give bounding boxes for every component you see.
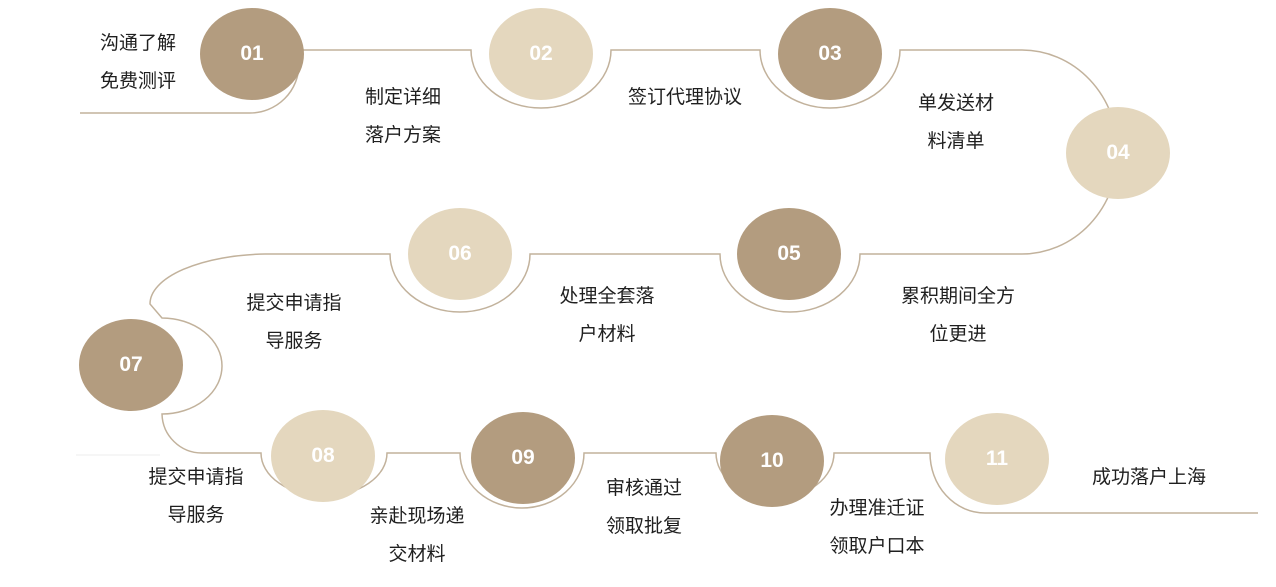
final-label: 成功落户上海 — [1076, 458, 1222, 496]
step-10-circle: 10 — [720, 415, 824, 507]
step-02-label-line-1: 制定详细 — [364, 86, 441, 108]
step-07-label: 提交申请指 导服务 — [232, 284, 356, 360]
step-03-circle: 03 — [778, 8, 882, 100]
step-01-circle: 01 — [200, 8, 304, 100]
step-11-circle: 11 — [945, 413, 1049, 505]
step-11-label-line-1: 办理准迁证 — [829, 497, 925, 519]
step-04-circle: 04 — [1066, 107, 1170, 199]
step-10-label-line-2: 领取批复 — [605, 515, 682, 537]
step-06-label: 处理全套落 户材料 — [545, 277, 669, 353]
step-09-label-line-1: 亲赴现场递 — [369, 505, 465, 527]
step-07-label-line-2: 导服务 — [265, 330, 323, 352]
step-03-label-line-1: 签订代理协议 — [627, 86, 742, 108]
step-10-label: 审核通过 领取批复 — [594, 469, 694, 545]
step-05-label-line-2: 位更进 — [929, 323, 987, 345]
step-09-number: 09 — [511, 446, 535, 469]
step-02-label: 制定详细 落户方案 — [353, 78, 453, 154]
step-10-label-line-1: 审核通过 — [605, 477, 682, 499]
step-05-circle: 05 — [737, 208, 841, 300]
step-08-label: 提交申请指 导服务 — [134, 458, 258, 534]
step-10-number: 10 — [760, 449, 784, 472]
step-05-label: 累积期间全方 位更进 — [888, 277, 1028, 353]
step-06-circle: 06 — [408, 208, 512, 300]
step-09-circle: 09 — [471, 412, 575, 504]
step-03-label: 签订代理协议 — [612, 78, 758, 116]
step-06-number: 06 — [448, 242, 472, 265]
step-03-number: 03 — [818, 42, 842, 65]
step-08-circle: 08 — [271, 410, 375, 502]
step-09-label-line-2: 交材料 — [388, 543, 446, 565]
step-01-label-line-2: 免费测评 — [99, 70, 176, 92]
step-01-number: 01 — [240, 42, 264, 65]
step-11-label-line-2: 领取户口本 — [829, 535, 925, 557]
step-05-number: 05 — [777, 242, 801, 265]
step-09-label: 亲赴现场递 交材料 — [355, 497, 479, 573]
step-01-label-line-1: 沟通了解 — [99, 32, 176, 54]
step-04-number: 04 — [1106, 141, 1130, 164]
step-08-number: 08 — [311, 444, 335, 467]
step-04-label-line-1: 单发送材 — [917, 92, 994, 114]
step-08-label-line-1: 提交申请指 — [148, 466, 244, 488]
step-11-number: 11 — [985, 447, 1009, 470]
step-04-label: 单发送材 料清单 — [906, 84, 1006, 160]
step-11-label: 办理准迁证 领取户口本 — [815, 489, 939, 565]
step-07-circle: 07 — [79, 319, 183, 411]
step-02-number: 02 — [529, 42, 553, 65]
step-02-circle: 02 — [489, 8, 593, 100]
step-06-label-line-2: 户材料 — [578, 323, 636, 345]
step-01-label: 沟通了解 免费测评 — [88, 24, 188, 100]
final-label-text: 成功落户上海 — [1091, 466, 1206, 488]
step-07-label-line-1: 提交申请指 — [246, 292, 342, 314]
step-05-label-line-1: 累积期间全方 — [900, 285, 1015, 307]
step-06-label-line-1: 处理全套落 — [559, 285, 655, 307]
step-04-label-line-2: 料清单 — [927, 130, 985, 152]
step-08-label-line-2: 导服务 — [167, 504, 225, 526]
step-02-label-line-2: 落户方案 — [364, 124, 441, 146]
step-07-number: 07 — [119, 353, 143, 376]
